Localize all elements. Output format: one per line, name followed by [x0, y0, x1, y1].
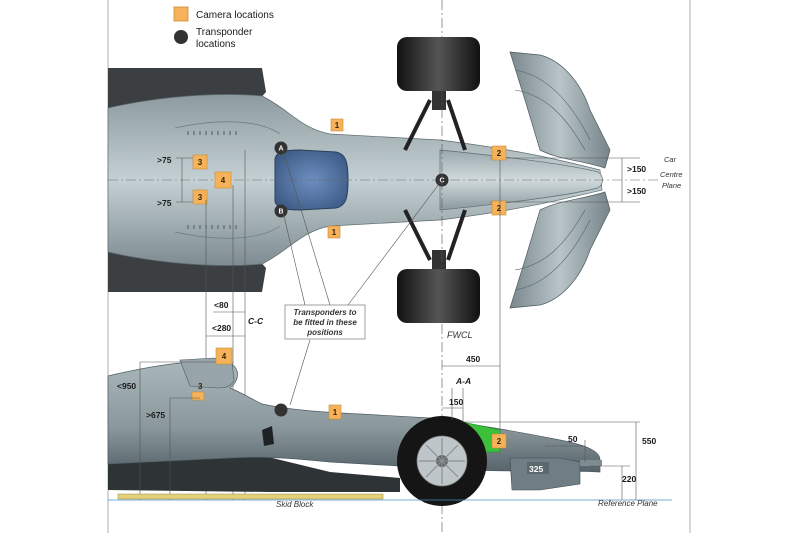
camera-4-top: 4: [214, 171, 232, 189]
front-wheel: [397, 416, 487, 506]
side-main-body: [107, 361, 601, 473]
camera-3-side-marker: [191, 391, 205, 401]
upright-top: [432, 90, 446, 110]
callout-line-2: be fitted in these: [293, 318, 357, 327]
fwcl-label: FWCL: [447, 330, 473, 340]
transponder-b: B: [274, 204, 288, 218]
skid-block-label: Skid Block: [276, 500, 314, 509]
side-floor: [108, 455, 400, 492]
car-centre-plane-2: Centre: [660, 170, 683, 179]
transponder-legend-label-1: Transponder: [196, 27, 253, 38]
upright-bottom: [432, 250, 446, 270]
dim-325: 325: [529, 464, 543, 474]
side-view: 4 3 1 2 <950 >675 450 A-A 150 550: [107, 347, 672, 509]
section-aa: A-A: [455, 376, 471, 386]
front-left-tyre: [397, 37, 480, 91]
car-centre-plane-1: Car: [664, 155, 677, 164]
dim-gt675: >675: [146, 410, 165, 420]
transponder-side: [274, 403, 288, 417]
camera-1-top-lower: 1: [327, 225, 341, 239]
sidepod-lower-line: [174, 225, 281, 239]
svg-text:1: 1: [332, 228, 337, 237]
sidepod-inlet: [262, 426, 274, 446]
transponder-legend-label-2: locations: [196, 39, 235, 50]
camera-legend-label: Camera locations: [196, 10, 274, 21]
callout-line-3: positions: [306, 328, 343, 337]
svg-text:A: A: [278, 146, 283, 153]
dim-lt80: <80: [214, 300, 229, 310]
camera-3-top-lower: 3: [192, 189, 208, 205]
camera-1-top-upper: 1: [330, 118, 344, 132]
camera-legend-swatch: [173, 6, 189, 22]
transponder-a: A: [274, 141, 288, 155]
front-suspension: [403, 99, 467, 261]
svg-text:3: 3: [198, 158, 203, 167]
transponder-legend-swatch: [174, 30, 188, 44]
sidepod-upper-line: [174, 121, 281, 135]
svg-text:4: 4: [221, 176, 226, 185]
car-centre-plane-3: Plane: [662, 181, 681, 190]
dim-lt280: <280: [212, 323, 231, 333]
section-cc: C-C: [248, 316, 264, 326]
svg-text:4: 4: [222, 352, 227, 361]
camera-3-side-label: 3: [198, 382, 203, 391]
dim-220: 220: [622, 474, 636, 484]
front-right-tyre: [397, 269, 480, 323]
callout-line-1: Transponders to: [294, 308, 357, 317]
transponder-callout: Transponders to be fitted in these posit…: [282, 149, 443, 406]
dim-gt75-upper: >75: [157, 155, 172, 165]
camera-2-side: 2: [491, 433, 507, 449]
dim-150: 150: [449, 397, 463, 407]
front-wing-upper: [509, 51, 611, 169]
svg-text:2: 2: [497, 149, 502, 158]
svg-text:2: 2: [497, 204, 502, 213]
svg-text:3: 3: [198, 193, 203, 202]
top-nose: [439, 149, 603, 211]
front-wing-tip: [580, 460, 602, 466]
dim-gt75-lower: >75: [157, 198, 172, 208]
airbox: [179, 357, 235, 389]
front-wing-lower: [509, 191, 611, 309]
wing-elements: [514, 69, 591, 291]
svg-text:1: 1: [333, 408, 338, 417]
svg-text:2: 2: [497, 437, 502, 446]
svg-text:B: B: [278, 209, 283, 216]
camera-2-top-upper: 2: [491, 145, 507, 161]
dim-lt950: <950: [117, 381, 136, 391]
skid-block: [117, 493, 384, 500]
top-view: >150 >150 Car Centre Plane >75 >75 A B C…: [107, 37, 683, 323]
camera-1-side: 1: [328, 404, 342, 420]
legend: Camera locations Transponder locations: [173, 6, 274, 50]
dim-gt150-upper: >150: [627, 164, 646, 174]
dim-gt150-lower: >150: [627, 186, 646, 196]
dim-450: 450: [466, 354, 480, 364]
camera-2-top-lower: 2: [491, 200, 507, 216]
camera-4-side: 4: [215, 347, 233, 365]
reference-plane-label: Reference Plane: [598, 499, 658, 508]
dim-550: 550: [642, 436, 656, 446]
dim-50: 50: [568, 434, 578, 444]
camera-3-top-upper: 3: [192, 154, 208, 170]
svg-text:1: 1: [335, 121, 340, 130]
dim-325-box: [527, 462, 549, 474]
